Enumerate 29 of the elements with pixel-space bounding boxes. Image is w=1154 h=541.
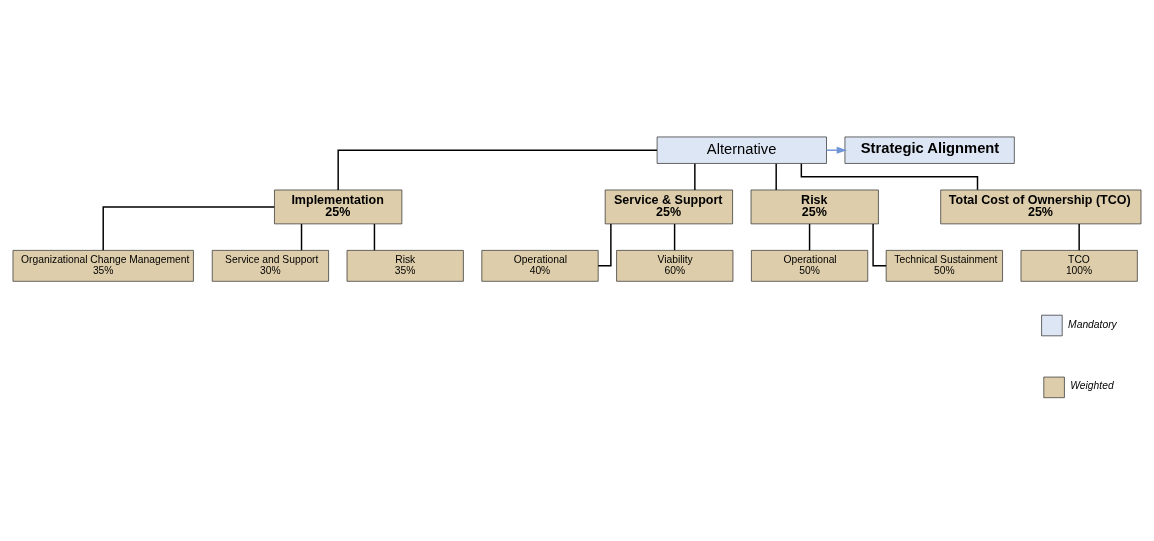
node-box: TCO 100% xyxy=(1020,249,1138,282)
legend-label: Weighted xyxy=(1070,379,1114,391)
connector xyxy=(673,222,676,251)
connector xyxy=(337,148,658,191)
connector xyxy=(597,222,612,267)
node-box: Technical Sustainment 50% xyxy=(885,249,1003,282)
node-box: Alternative xyxy=(656,136,827,164)
node-box: Service & Support 25% xyxy=(604,189,733,224)
node-box: Operational 50% xyxy=(751,249,869,282)
connector xyxy=(373,222,376,251)
node-box: Risk 25% xyxy=(750,189,879,224)
connector xyxy=(800,162,979,190)
connector xyxy=(694,162,696,191)
node-box: Viability 60% xyxy=(616,249,734,282)
arrow xyxy=(825,146,847,154)
connector xyxy=(775,162,777,191)
node-box: Service and Support 30% xyxy=(211,249,329,282)
node-box: Implementation 25% xyxy=(274,189,403,224)
node-box: Strategic Alignment xyxy=(844,136,1015,164)
connector xyxy=(300,222,303,251)
connector xyxy=(808,222,811,251)
legend-label: Mandatory xyxy=(1068,317,1117,329)
node-box: Organizational Change Management 35% xyxy=(12,249,194,282)
node-box: Operational 40% xyxy=(481,249,599,282)
connector xyxy=(872,222,887,267)
connector xyxy=(102,205,275,251)
connector xyxy=(1078,222,1080,251)
node-box: Risk 35% xyxy=(346,249,464,282)
node-box: Total Cost of Ownership (TCO) 25% xyxy=(940,189,1142,224)
